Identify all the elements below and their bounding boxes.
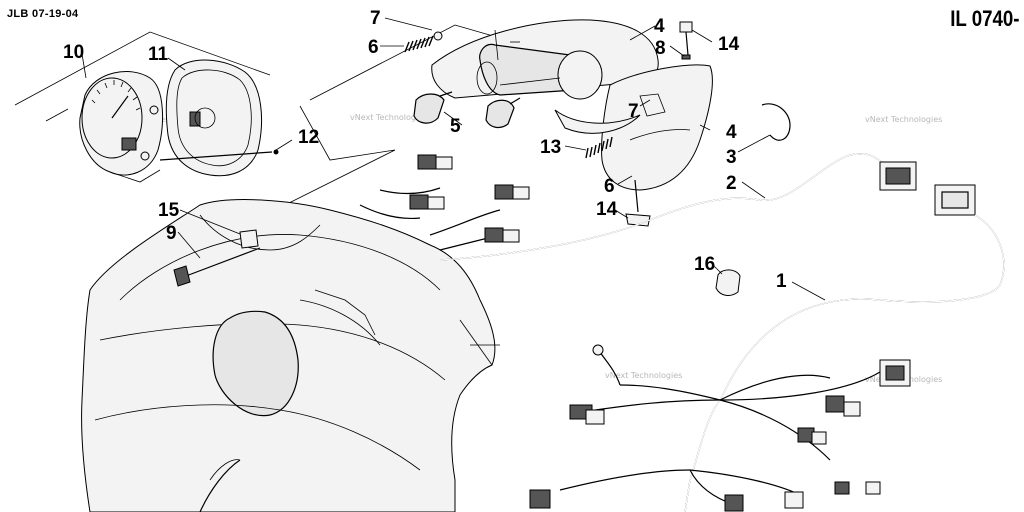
hood-fairing	[81, 199, 500, 512]
callout-13: 13	[540, 137, 561, 158]
connector-plug	[409, 154, 530, 243]
speedometer-gauge	[79, 71, 163, 183]
callout-12: 12	[298, 127, 319, 148]
adjuster-nut-top	[433, 31, 443, 41]
callout-4-top: 4	[654, 16, 665, 37]
headlight-bulb-right	[485, 97, 521, 129]
callout-10: 10	[63, 42, 84, 63]
callout-2: 2	[726, 173, 737, 194]
main-wire-harness	[199, 214, 1005, 512]
screw-small	[681, 54, 691, 60]
group-bracket-gauge	[14, 31, 271, 122]
callout-3: 3	[726, 147, 737, 168]
drawing-date-code: JLB 07-19-04	[7, 8, 79, 20]
multi-pin-connector	[879, 161, 976, 216]
adjuster-spring-top	[404, 35, 434, 53]
harness-connector	[529, 344, 911, 512]
u-nut-clip	[239, 229, 259, 249]
watermark-text: vNext Technologies	[605, 371, 682, 380]
clip-bottom	[625, 179, 651, 227]
watermark-text: vNext Technologies	[865, 115, 942, 124]
callout-1: 1	[776, 271, 787, 292]
callout-6-lower: 6	[604, 176, 615, 197]
screw	[159, 149, 279, 161]
adjuster-spring-lower	[585, 136, 613, 159]
headlight-bulb-left	[413, 91, 453, 124]
group-bracket-headlight	[284, 24, 501, 206]
callout-6-top: 6	[368, 37, 379, 58]
retaining-ring	[761, 103, 791, 141]
callout-7-mid: 7	[628, 101, 639, 122]
headlight-lens	[601, 64, 713, 191]
callout-14-top: 14	[718, 34, 740, 55]
callout-9: 9	[166, 223, 177, 244]
callout-numbers: 10 11 12 7 6 4 8 14 5 7 4 3 2 13 6 14 15…	[63, 8, 787, 292]
wire-clamp	[715, 269, 741, 296]
watermark-text: vNext Technologies	[350, 113, 427, 122]
gauge-ticks	[91, 80, 141, 111]
callout-7-top: 7	[370, 8, 381, 29]
mounting-bolt	[173, 247, 261, 287]
callout-5: 5	[450, 116, 461, 137]
headlight-housing-upper	[431, 19, 659, 100]
callout-15: 15	[158, 200, 180, 221]
callout-11: 11	[148, 44, 169, 65]
callout-14-lower: 14	[596, 199, 618, 220]
headlight-wire-harness	[359, 153, 891, 261]
callout-4-right: 4	[726, 122, 737, 143]
clip-top	[679, 21, 693, 56]
callout-8: 8	[655, 38, 666, 59]
illustration-number: IL 0740-	[950, 6, 1020, 31]
callout-16: 16	[694, 254, 715, 275]
gauge-housing	[165, 59, 262, 177]
trim-piece	[554, 109, 641, 134]
leader-lines	[81, 17, 826, 301]
